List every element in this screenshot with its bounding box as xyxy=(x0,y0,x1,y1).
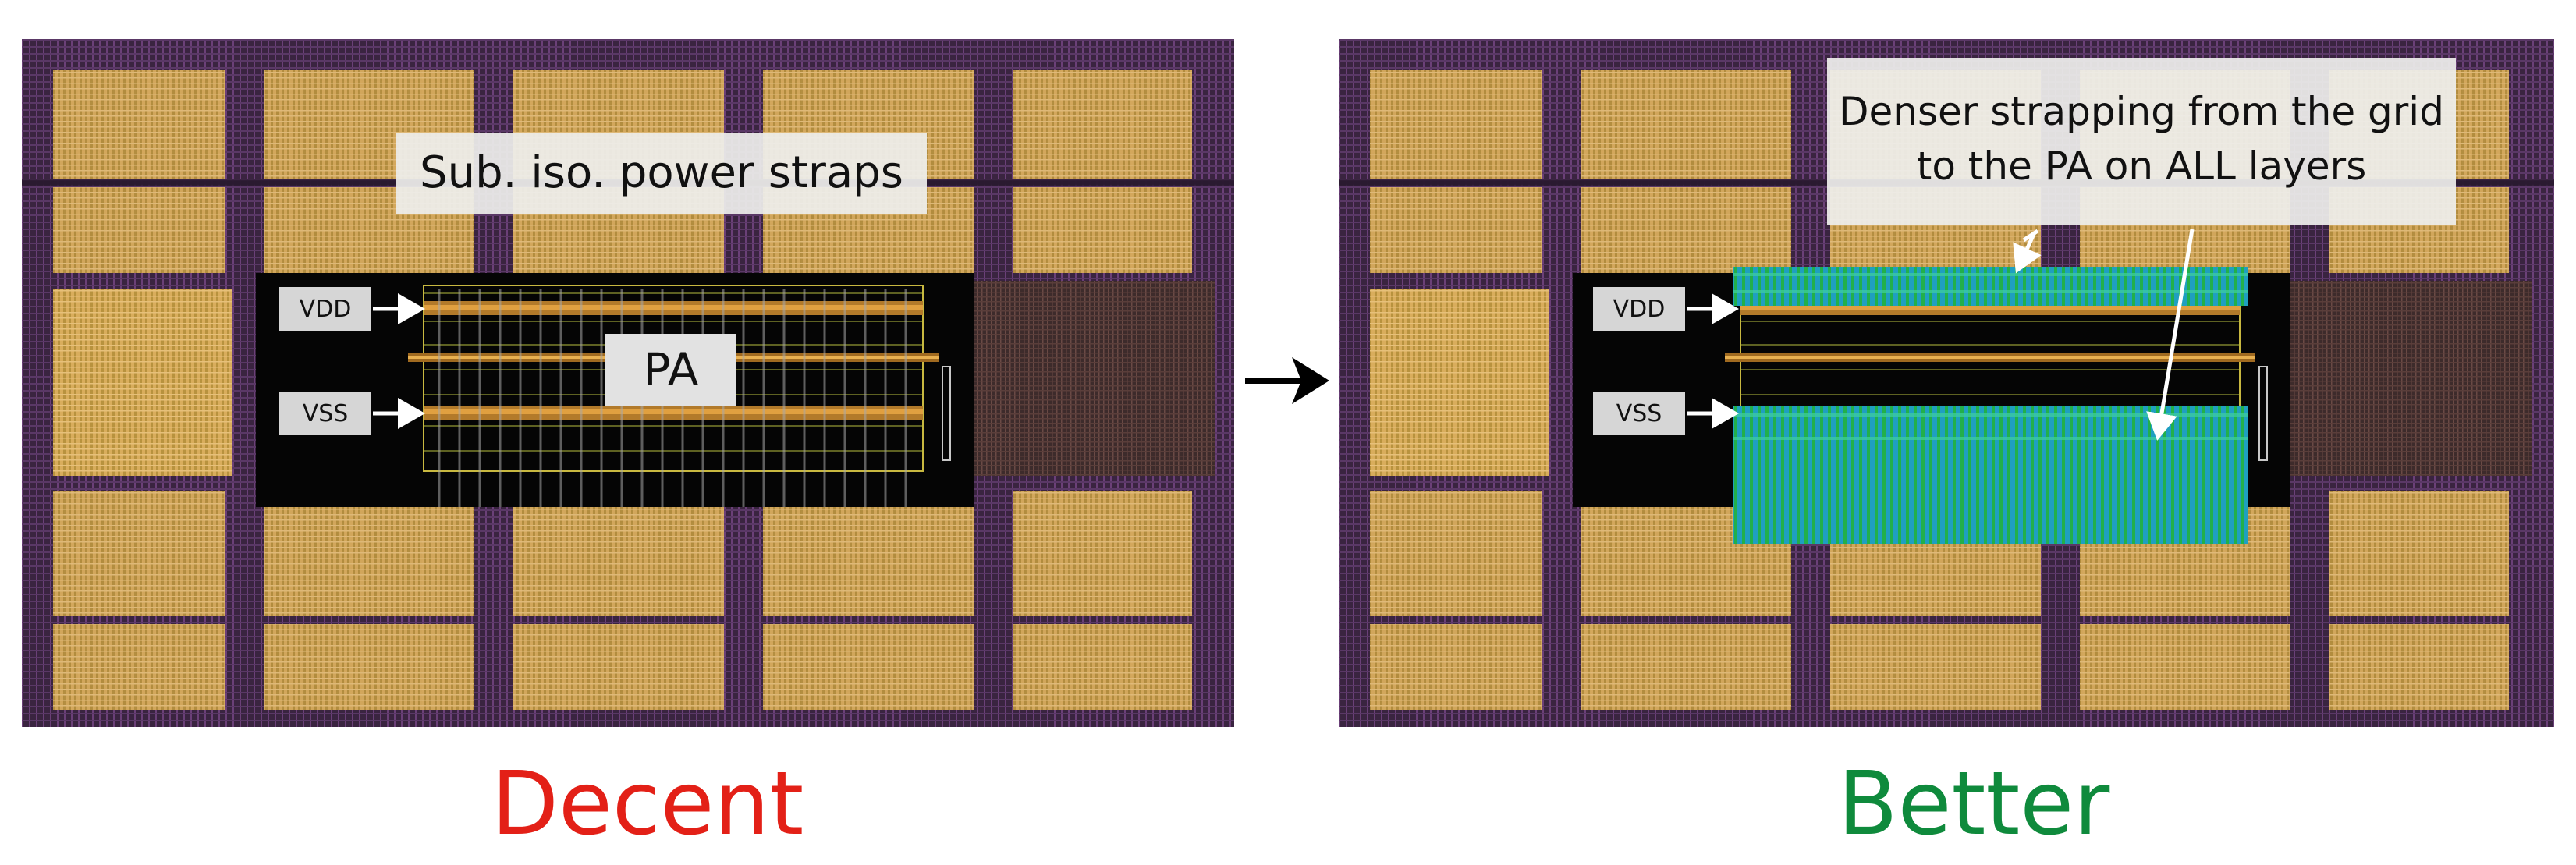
pa-tag: PA xyxy=(605,334,736,406)
caption-decent-text: Decent xyxy=(491,753,804,855)
right-callout-line-2: to the PA on ALL layers xyxy=(1916,144,2367,189)
left-vdd-label: VDD xyxy=(299,295,352,323)
left-callout: Sub. iso. power straps xyxy=(396,133,927,214)
left-callout-text: Sub. iso. power straps xyxy=(420,147,903,198)
right-callout-line-1: Denser strapping from the grid xyxy=(1839,89,2444,134)
right-vdd-tag: VDD xyxy=(1593,287,1685,331)
caption-decent: Decent xyxy=(413,760,882,848)
left-vdd-tag: VDD xyxy=(279,287,371,331)
left-vss-label: VSS xyxy=(302,399,349,427)
pa-label: PA xyxy=(643,343,699,396)
top-strap-arrow xyxy=(2013,229,2042,274)
right-arrow-icon xyxy=(1245,357,1329,404)
right-vss-label: VSS xyxy=(1616,399,1662,427)
left-vss-tag: VSS xyxy=(279,392,371,435)
right-vss-tag: VSS xyxy=(1593,392,1685,435)
right-callout: Denser strapping from the grid to the PA… xyxy=(1827,58,2456,225)
right-vdd-label: VDD xyxy=(1613,295,1666,323)
bottom-strap-arrow xyxy=(2146,229,2195,441)
caption-better-text: Better xyxy=(1837,753,2110,855)
caption-better: Better xyxy=(1740,760,2208,848)
